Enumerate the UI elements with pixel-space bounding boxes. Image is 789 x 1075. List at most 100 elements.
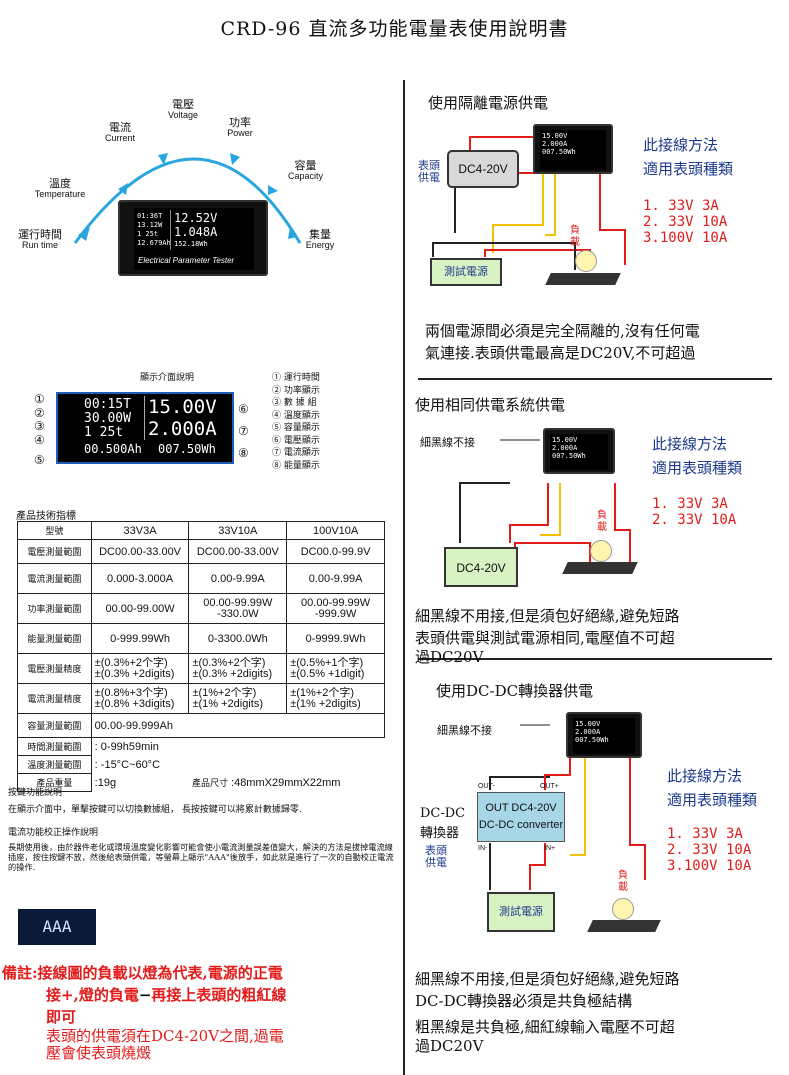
sec1-test-psu: 測試電源 — [430, 258, 502, 286]
spec-row: 電流測量範圍 0.000-3.000A 0.00-9.99A 0.00-9.99… — [17, 563, 385, 594]
spec-row: 電壓測量精度 ±(0.3%+2个字) ±(0.3% +2digits) ±(0.… — [17, 653, 385, 684]
remark-line-3: 即可 — [46, 1008, 77, 1026]
spec-cell: : -15°C~60°C — [94, 758, 161, 771]
display-row-3: 1 25t — [84, 425, 124, 440]
page-title: CRD-96 直流多功能電量表使用說明書 — [220, 18, 569, 40]
sec3-thin-black-label: 細黑線不接 — [437, 724, 492, 737]
sec3-dcdc-converter: OUT DC4-20V DC-DC converter — [477, 792, 565, 842]
sec3-note: 細黑線不用接,但是須包好絕緣,避免短路 DC-DC轉換器必須是共負極結構 粗黑線… — [415, 968, 680, 1054]
spec-table: 型號 33V3A 33V10A 100V10A 電壓測量範圍 DC00.00-3… — [17, 521, 386, 792]
legend-4: ④ 溫度顯示 — [272, 410, 320, 421]
callout-5: ⑤ — [34, 453, 45, 467]
sec3-in-minus: IN- — [478, 845, 488, 852]
sec2-note-2: 表頭供電與測試電源相同,電壓值不可超 — [415, 629, 675, 647]
sec3-title: 使用DC-DC轉換器供電 — [436, 682, 594, 700]
sec2-psu: DC4-20V — [444, 547, 518, 587]
sec3-model: 3.100V 10A — [667, 858, 752, 874]
spec-cell: 電壓測量精度 — [17, 653, 92, 684]
sec3-method-2: 適用表頭種類 — [667, 791, 758, 809]
sec2-model: 1. 33V 3A — [652, 496, 728, 512]
sec3-note-3: 粗黑線是共負極,細紅線輸入電壓不可超 — [415, 1018, 675, 1036]
remark-block: 備註:接線圖的負載以燈為代表,電源的正電 接+,燈的負電−再接上表頭的粗紅線 即… — [2, 962, 286, 1062]
sec2-load-label: 負 載 — [597, 510, 607, 533]
sec3-lamp-icon — [612, 898, 634, 920]
sec3-note-1: 細黑線不用接,但是須包好絕緣,避免短路 — [415, 970, 680, 988]
spec-cell: ±(0.3%+2个字) ±(0.3% +2digits) — [90, 653, 190, 684]
sec1-load-label: 負 載 — [570, 225, 580, 248]
spec-cell: 00.00-99.00W — [90, 593, 190, 624]
spec-cell: 00.00-99.99W -999.9W — [286, 593, 385, 624]
sec3-method: 此接線方法 適用表頭種類 — [667, 764, 757, 812]
callout-3: ③ — [34, 419, 45, 433]
sec2-note-1: 細黑線不用接,但是須包好絕緣,避免短路 — [415, 607, 680, 625]
callout-4: ④ — [34, 432, 45, 447]
sec3-dcdc-label-2: 轉換器 — [420, 826, 460, 841]
callout-7: ⑦ — [238, 424, 249, 438]
spec-row: 功率測量範圍 00.00-99.00W 00.00-99.99W -330.0W… — [17, 593, 385, 624]
spec-cell: :19g — [94, 776, 117, 789]
sec1-model: 2. 33V 10A — [643, 214, 728, 230]
sec1-model: 3.100V 10A — [643, 230, 728, 246]
callout-1: ① — [34, 392, 45, 406]
spec-row: 溫度測量範圍 : -15°C~60°C — [17, 755, 385, 774]
top-screen-current: 1.048A — [174, 225, 218, 239]
sec1-lamp-icon — [575, 250, 597, 272]
legend-8: ⑧ 能量顯示 — [272, 460, 320, 471]
display-big-voltage: 15.00V — [148, 396, 217, 418]
display-big-current: 2.000A — [148, 418, 217, 440]
callout-6: ⑥ — [238, 402, 249, 416]
top-screen-caption: Electrical Parameter Tester — [138, 256, 235, 265]
sec1-title: 使用隔離電源供電 — [428, 94, 549, 112]
spec-cell: 0-9999.9Wh — [286, 623, 385, 654]
callout-2: ② — [34, 405, 45, 420]
legend-2: ② 功率顯示 — [272, 385, 320, 396]
spec-cell: 溫度測量範圍 — [17, 755, 92, 774]
legend-6: ⑥ 電壓顯示 — [272, 435, 320, 446]
sec3-meter-supply-label: 表頭 供電 — [425, 844, 447, 869]
display-interface-screen: 00:15T 30.00W 1 25t 00.500Ah 15.00V 2.00… — [56, 392, 234, 464]
spec-row: 產品重量 :19g 產品尺寸 :48mmX29mmX22mm — [17, 773, 385, 792]
remark-line-2a: 接 — [46, 986, 62, 1004]
callout-8: ⑧ — [238, 446, 249, 460]
sec2-method-2: 適用表頭種類 — [652, 459, 743, 477]
sec3-method-1: 此接線方法 — [667, 767, 743, 785]
sec2-note: 細黑線不用接,但是須包好絕緣,避免短路 表頭供電與測試電源相同,電壓值不可超 過… — [415, 605, 680, 665]
top-screen-energy: 152.18Wh — [174, 240, 208, 248]
sec3-model: 1. 33V 3A — [667, 826, 743, 842]
display-row-2: 30.00W — [84, 411, 131, 426]
spec-header: 型號 — [17, 521, 92, 540]
spec-cell: DC00.00-33.00V — [90, 539, 190, 564]
sec1-meter-supply-label: 表頭 供電 — [418, 159, 440, 184]
spec-cell: 產品重量 — [17, 773, 92, 792]
display-legend: ① 運行時間 ② 功率顯示 ③ 數 據 組 ④ 溫度顯示 ⑤ 容量顯示 ⑥ 電壓… — [272, 372, 320, 472]
spec-cell: 能量測量範圍 — [17, 623, 92, 654]
sec2-lamp-base — [562, 562, 638, 574]
sec3-test-supply-label: 測試電源 — [499, 905, 543, 918]
spec-cell: 00.00-99.999Ah — [90, 713, 386, 738]
sec2-wiring-svg — [459, 439, 631, 565]
sec2-title: 使用相同供電系統供電 — [415, 396, 566, 414]
spec-cell: ±(1%+2个字) ±(1% +2digits) — [286, 683, 385, 714]
spec-cell: DC00.0-99.9V — [286, 539, 385, 564]
sec3-models: 1. 33V 3A 2. 33V 10A 3.100V 10A — [667, 826, 751, 874]
spec-cell: 容量測量範圍 — [17, 713, 92, 738]
spec-cell: 00.00-99.99W -330.0W — [188, 593, 288, 624]
top-screen-l1: 01:36T — [137, 212, 163, 220]
spec-size-label: 產品尺寸 — [191, 779, 228, 789]
sec3-dcdc-label: DC-DC 轉換器 — [420, 804, 465, 844]
spec-cell: DC00.00-33.00V — [188, 539, 288, 564]
spec-size-cell: 產品尺寸 :48mmX29mmX22mm — [189, 774, 385, 792]
spec-cell: ±(1%+2个字) ±(1% +2digits) — [188, 683, 288, 714]
sec3-model: 2. 33V 10A — [667, 842, 752, 858]
sec3-out-plus: OUT+ — [540, 783, 559, 790]
remark-line-2b: ,燈的負電 — [73, 986, 139, 1004]
spec-row: 能量測量範圍 0-999.99Wh 0-3300.0Wh 0-9999.9Wh — [17, 623, 385, 654]
sec1-lamp-base — [545, 273, 621, 285]
spec-row: 電流測量精度 ±(0.8%+3个字) ±(0.8% +3digits) ±(1%… — [17, 683, 385, 714]
spec-header: 33V3A — [90, 521, 190, 540]
